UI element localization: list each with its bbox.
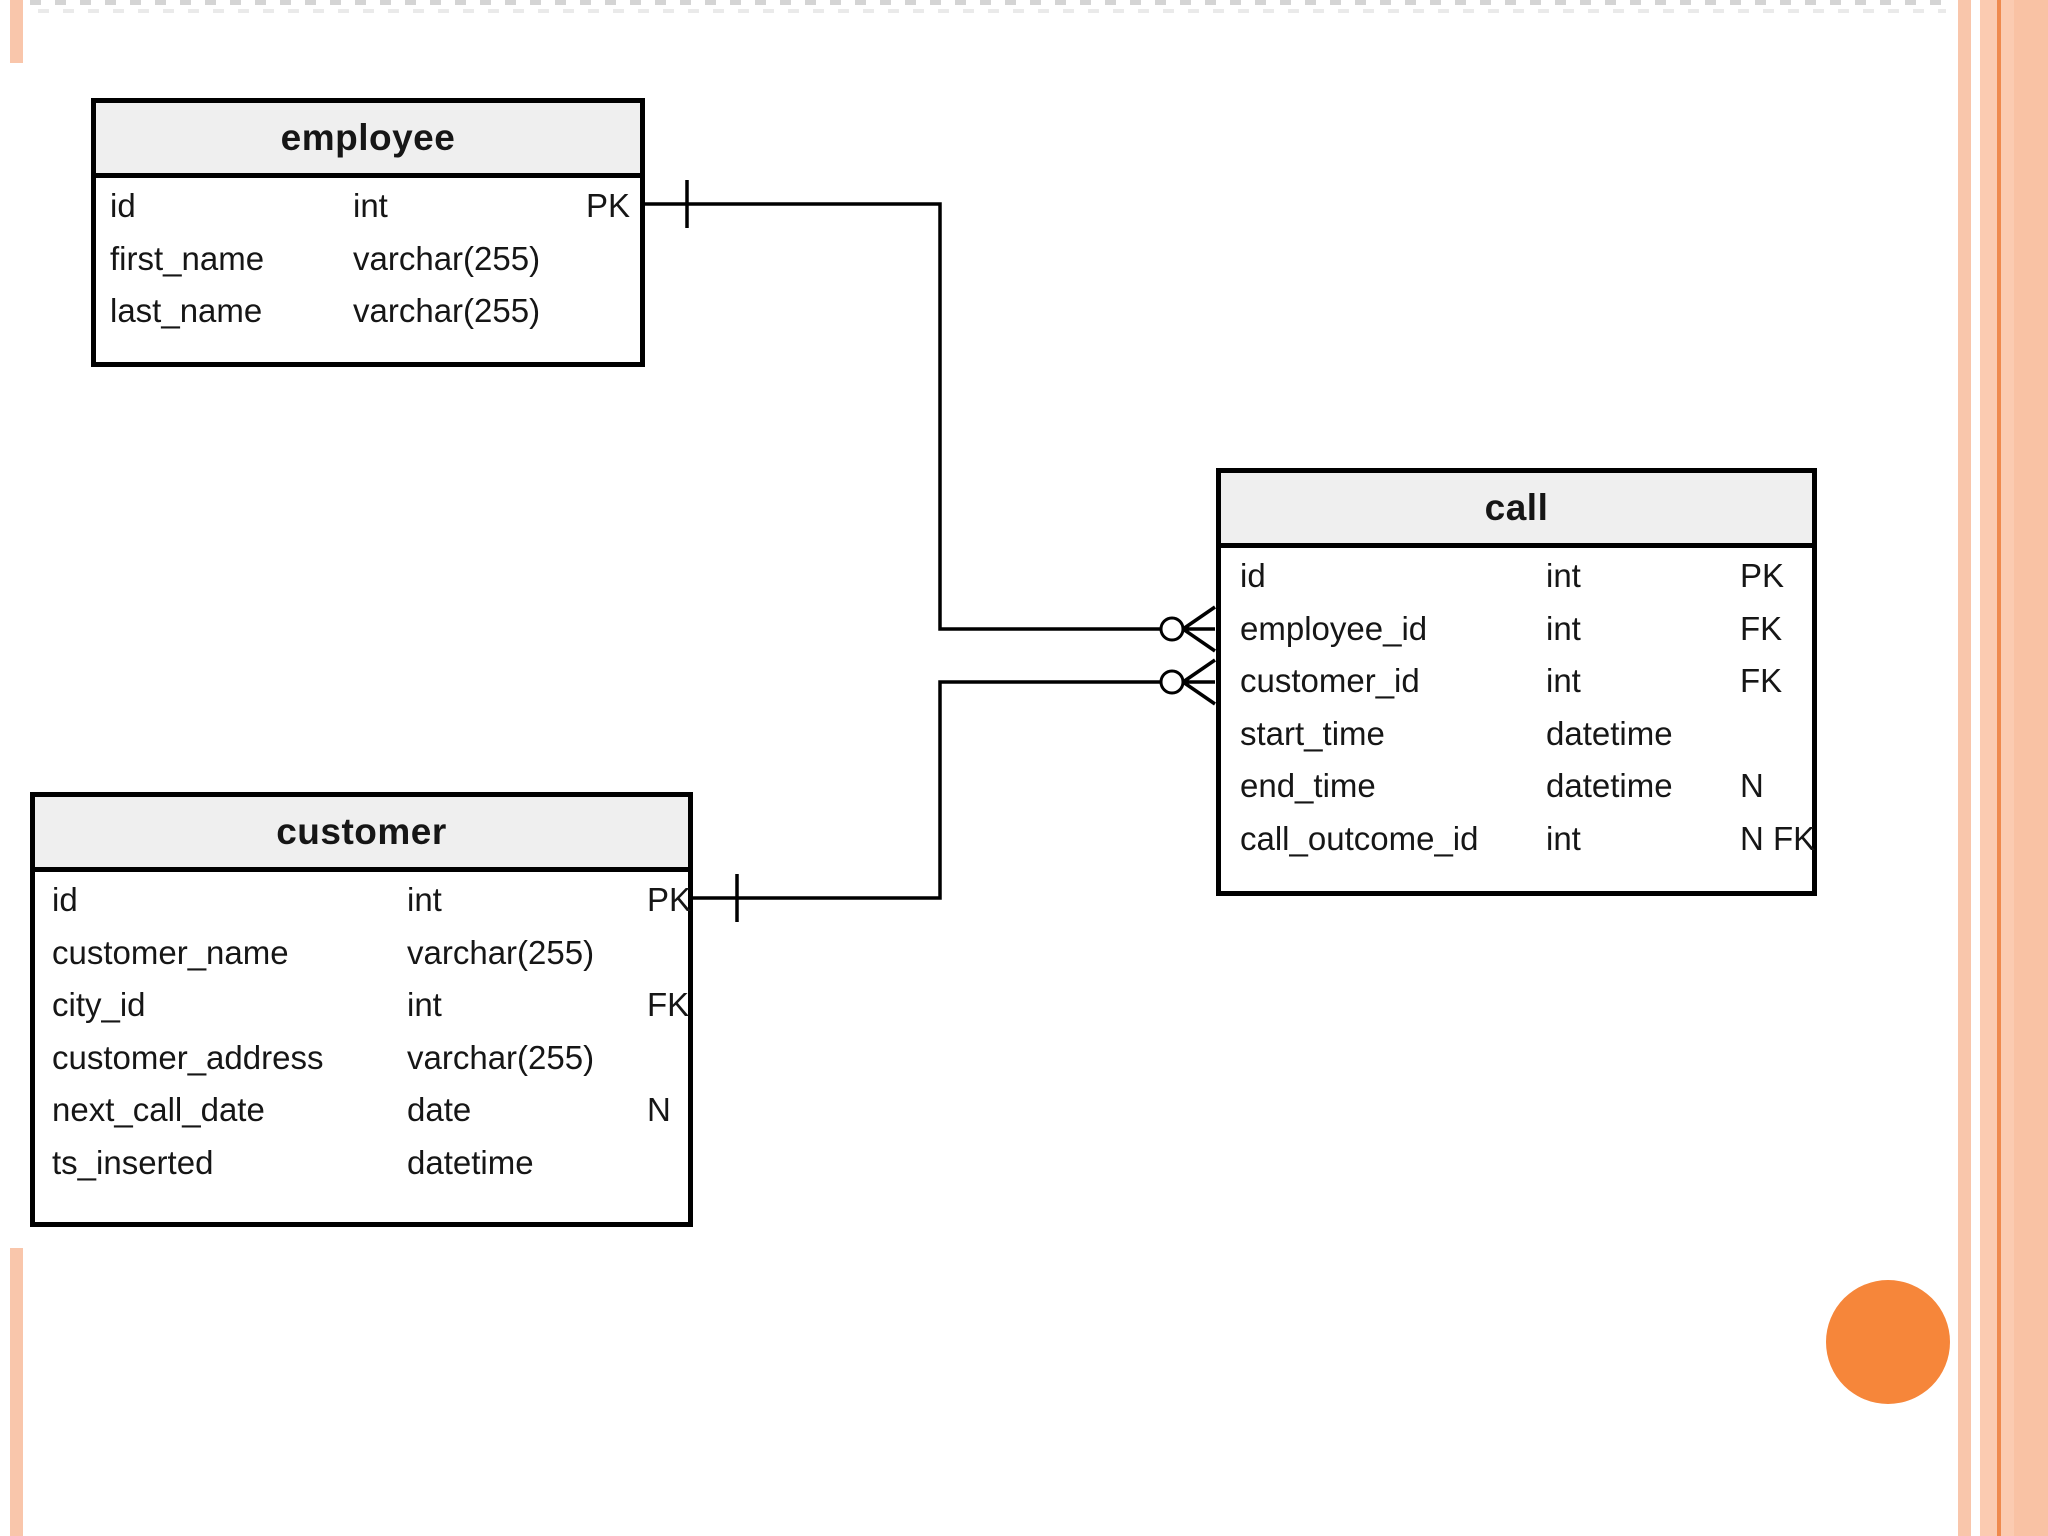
right-accent-stripe-thin bbox=[1958, 0, 1971, 1536]
right-accent-vertical-line bbox=[1997, 0, 2001, 1536]
table-title: call bbox=[1221, 473, 1812, 548]
table-column-row: id int PK bbox=[1221, 550, 1812, 603]
column-type: varchar(255) bbox=[407, 1038, 595, 1076]
table-columns: id int PK first_name varchar(255) last_name va… bbox=[96, 178, 640, 338]
column-name: last_name bbox=[110, 292, 263, 329]
column-type: datetime bbox=[1546, 767, 1673, 804]
column-flags: N FK bbox=[1740, 819, 1816, 857]
right-accent-band-inner bbox=[2014, 0, 2048, 1536]
column-type: int bbox=[1546, 662, 1581, 699]
column-flags: N bbox=[1740, 767, 1764, 804]
cardinality-many-crowfoot-icon bbox=[1182, 605, 1216, 653]
column-flags: FK bbox=[1740, 662, 1783, 699]
column-type: int bbox=[407, 881, 442, 918]
column-name: employee_id bbox=[1240, 609, 1428, 647]
relationship-customer-call bbox=[693, 658, 1216, 922]
table-column-row: customer_address varchar(255) bbox=[35, 1032, 688, 1085]
column-flags: N bbox=[647, 1091, 671, 1128]
table-customer: customer id int PK customer_name varchar(255… bbox=[30, 792, 693, 1227]
column-name: first_name bbox=[110, 239, 265, 277]
column-name: customer_id bbox=[1240, 662, 1420, 699]
column-name: call_outcome_id bbox=[1240, 819, 1479, 857]
column-name: city_id bbox=[52, 986, 146, 1023]
left-accent-stripe-bottom bbox=[10, 1248, 23, 1536]
table-title: customer bbox=[35, 797, 688, 872]
column-type: int bbox=[407, 986, 442, 1023]
column-type: date bbox=[407, 1091, 472, 1128]
table-column-row: id int PK bbox=[96, 180, 640, 233]
column-type: int bbox=[1546, 557, 1581, 594]
column-type: varchar(255) bbox=[353, 239, 541, 277]
cardinality-many-crowfoot-icon bbox=[1182, 658, 1216, 706]
connector-line bbox=[645, 202, 1161, 631]
table-column-row: employee_id int FK bbox=[1221, 603, 1812, 656]
column-type: int bbox=[353, 187, 388, 224]
cardinality-zero-circle-icon bbox=[1159, 616, 1185, 642]
column-type: varchar(255) bbox=[353, 292, 541, 329]
column-flags: PK bbox=[1740, 557, 1785, 594]
column-flags: FK bbox=[647, 986, 690, 1023]
table-column-row: first_name varchar(255) bbox=[96, 233, 640, 286]
table-columns: id int PK customer_name varchar(255) city_id i… bbox=[35, 872, 692, 1190]
table-column-row: last_name varchar(255) bbox=[96, 285, 640, 338]
left-accent-stripe-top bbox=[10, 0, 23, 63]
column-flags: PK bbox=[647, 881, 692, 918]
orange-accent-circle bbox=[1826, 1280, 1950, 1404]
table-column-row: customer_id int FK bbox=[1221, 655, 1812, 708]
table-column-row: customer_name varchar(255) bbox=[35, 927, 688, 980]
table-column-row: call_outcome_id int N FK bbox=[1221, 813, 1816, 866]
column-name: id bbox=[1240, 557, 1266, 594]
column-name: start_time bbox=[1240, 714, 1385, 752]
column-type: int bbox=[1546, 819, 1581, 857]
column-name: next_call_date bbox=[52, 1091, 265, 1128]
column-type: datetime bbox=[1546, 714, 1673, 752]
table-column-row: start_time datetime bbox=[1221, 708, 1812, 761]
column-type: varchar(255) bbox=[407, 933, 595, 971]
table-column-row: next_call_date date N bbox=[35, 1084, 688, 1137]
table-title: employee bbox=[96, 103, 640, 178]
column-flags: FK bbox=[1740, 609, 1783, 647]
table-column-row: id int PK bbox=[35, 874, 692, 927]
table-column-row: city_id int FK bbox=[35, 979, 690, 1032]
cardinality-zero-circle-icon bbox=[1159, 669, 1185, 695]
column-name: id bbox=[52, 881, 78, 918]
column-name: id bbox=[110, 187, 136, 224]
column-name: customer_address bbox=[52, 1038, 324, 1076]
column-type: datetime bbox=[407, 1143, 534, 1181]
connector-line bbox=[693, 680, 1161, 900]
table-column-row: ts_inserted datetime bbox=[35, 1137, 688, 1190]
relationship-employee-call bbox=[645, 180, 1216, 653]
table-column-row: end_time datetime N bbox=[1221, 760, 1812, 813]
column-flags: PK bbox=[586, 187, 631, 224]
column-type: int bbox=[1546, 609, 1581, 647]
column-name: ts_inserted bbox=[52, 1143, 214, 1181]
column-name: end_time bbox=[1240, 767, 1376, 804]
column-name: customer_name bbox=[52, 933, 289, 971]
top-dashed-border bbox=[30, 0, 1946, 15]
